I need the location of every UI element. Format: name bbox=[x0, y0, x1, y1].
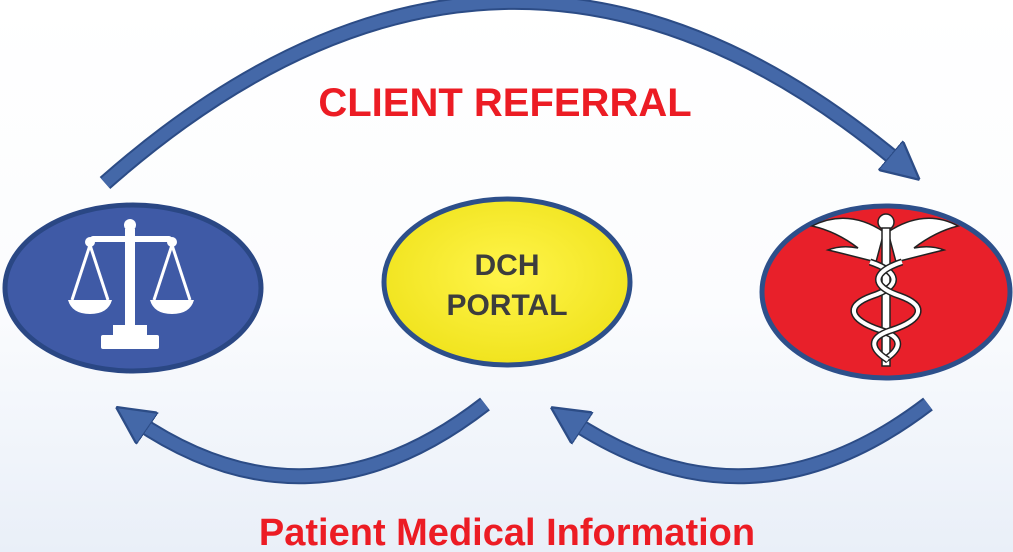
portal-label-line2: PORTAL bbox=[446, 289, 567, 322]
medical-to-portal-arrow bbox=[570, 397, 933, 485]
portal-label-line1: DCH bbox=[475, 249, 540, 282]
portal-to-legal-arrow bbox=[135, 397, 490, 485]
scales-of-justice-icon bbox=[68, 219, 194, 349]
medical-node bbox=[759, 203, 1013, 381]
dch-portal-node: DCH PORTAL bbox=[381, 196, 633, 368]
legal-node bbox=[2, 202, 264, 374]
client-referral-arrow bbox=[99, 0, 902, 190]
caduceus-icon bbox=[809, 213, 961, 367]
client-referral-label: CLIENT REFERRAL bbox=[318, 81, 691, 125]
patient-medical-information-label: Patient Medical Information bbox=[259, 512, 755, 552]
